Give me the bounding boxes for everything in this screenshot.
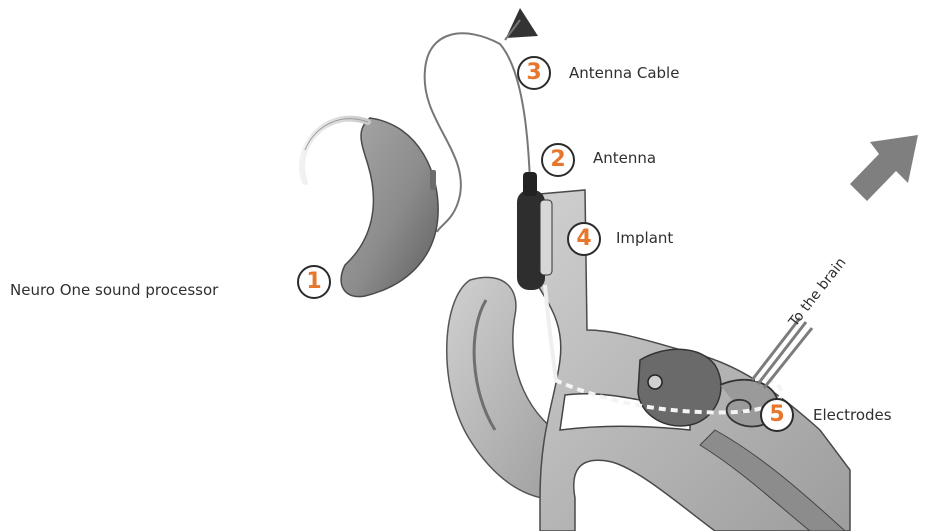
callout-1-label: Neuro One sound processor	[10, 283, 218, 298]
callout-3-label: Antenna Cable	[569, 66, 679, 81]
thick-arrow-icon	[850, 135, 918, 201]
ossicle	[648, 375, 662, 389]
antenna-cable	[425, 33, 530, 232]
callout-2-badge: 2	[541, 143, 575, 177]
callout-1-badge: 1	[297, 265, 331, 299]
antenna-connector	[523, 172, 537, 196]
callout-4-badge: 4	[567, 222, 601, 256]
callout-5-label: Electrodes	[813, 408, 892, 423]
implant-plate	[540, 200, 552, 275]
hearing-aid-icon	[341, 118, 438, 297]
ear-hook	[302, 119, 368, 182]
callout-5-badge: 5	[760, 398, 794, 432]
callout-3-badge: 3	[517, 56, 551, 90]
processor-buttons	[430, 170, 436, 190]
callout-4-label: Implant	[616, 231, 673, 246]
callout-2-label: Antenna	[593, 151, 656, 166]
